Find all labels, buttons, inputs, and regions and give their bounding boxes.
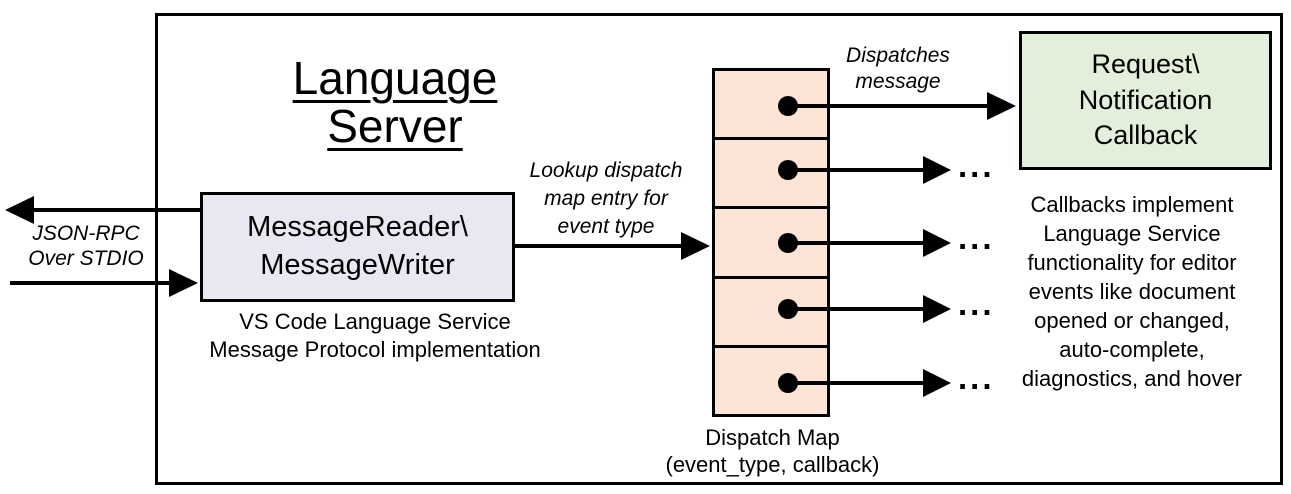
ellipsis-row-2: ... xyxy=(958,147,995,184)
message-box-caption: VS Code Language Service Message Protoco… xyxy=(209,309,541,362)
callback-box-label: Request\ Notification Callback xyxy=(1078,49,1213,151)
dispatch-map-cell xyxy=(715,71,827,137)
ellipsis-row-3: ... xyxy=(958,219,995,256)
dispatch-map-cell xyxy=(715,344,827,414)
callbacks-note: Callbacks implement Language Service fun… xyxy=(1021,192,1243,391)
dispatch-map-cell xyxy=(715,275,827,345)
dispatches-message-label: Dispatches message xyxy=(846,44,950,93)
message-reader-writer-label: MessageReader\ MessageWriter xyxy=(247,211,468,281)
dispatch-map xyxy=(712,68,830,417)
dispatch-map-cell xyxy=(715,206,827,275)
ellipsis-row-5: ... xyxy=(958,359,995,396)
request-notification-callback-box: Request\ Notification Callback xyxy=(1019,31,1272,170)
language-server-boundary xyxy=(155,13,1283,485)
dispatch-map-caption: Dispatch Map (event_type, callback) xyxy=(665,425,880,477)
ellipsis-row-4: ... xyxy=(958,285,995,322)
lookup-dispatch-label: Lookup dispatch map entry for event type xyxy=(529,159,683,238)
json-rpc-stdio-label: JSON-RPC Over STDIO xyxy=(28,222,144,270)
dispatch-map-cell xyxy=(715,137,827,206)
diagram-title: Language Server xyxy=(292,52,498,153)
message-reader-writer-box: MessageReader\ MessageWriter xyxy=(200,192,515,302)
